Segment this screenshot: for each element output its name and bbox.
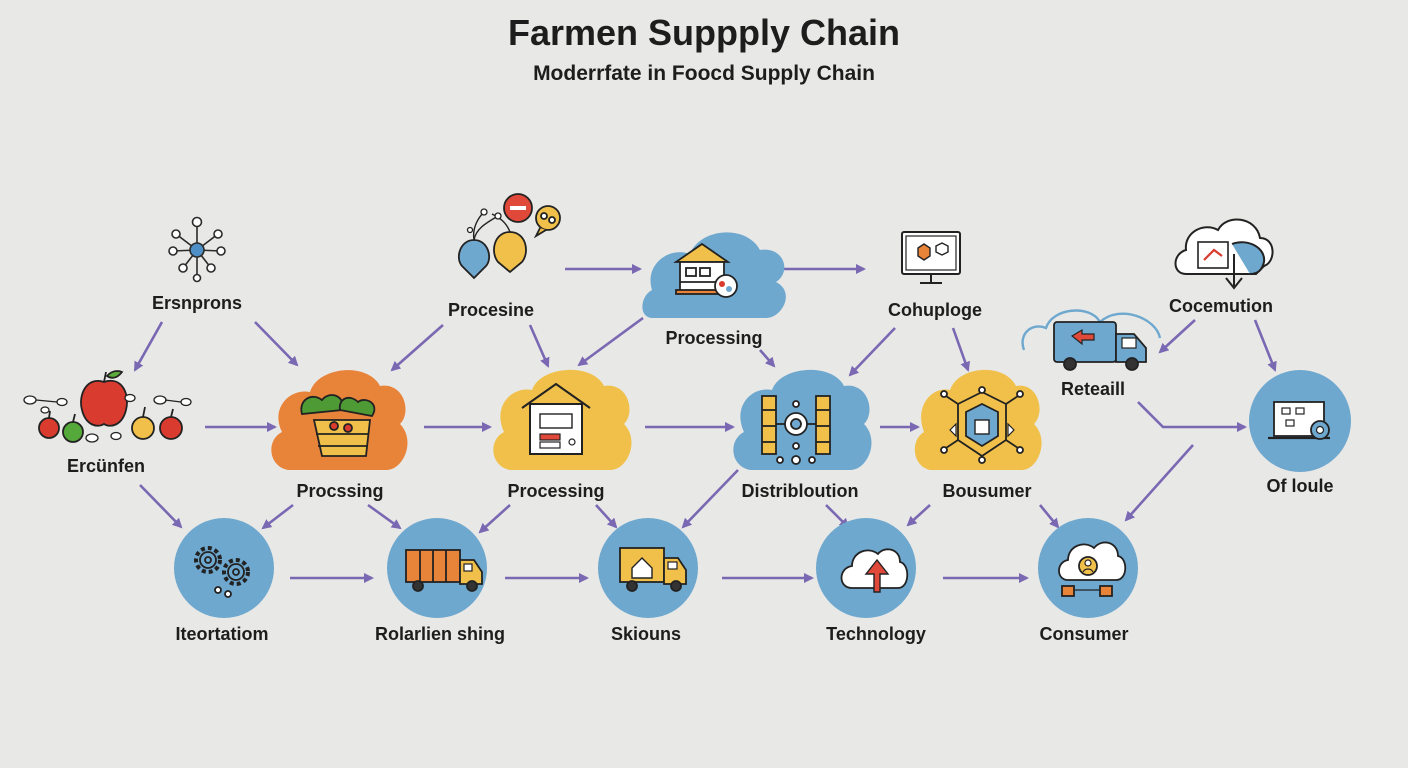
skiouns-node [598,518,698,618]
node-label-cohuploge: Cohuploge [888,300,982,320]
vegetable-crate-icon [300,394,376,457]
node-label-iteortatiom: Iteortatiom [175,624,269,644]
node-label-reteaill: Reteaill [1060,379,1126,399]
delivery-truck-icon [1021,309,1162,371]
user-cloud-icon [1058,541,1127,597]
flow-arrow [478,504,511,534]
node-label-bousumer: Bousumer [942,481,1032,501]
flow-arrow [681,469,739,529]
node-label-rolarlien-shing: Rolarlien shing [374,624,506,644]
cloud-upload-icon [840,548,909,593]
flow-arrow [367,503,402,530]
technology-node [816,518,916,618]
monitor-icon [901,231,961,284]
node-label-of-loule: Of loule [1266,476,1334,496]
node-label-processing-top: Processing [665,328,763,348]
van-icon [619,547,687,592]
node-label-distribution: Distribloution [741,481,859,501]
network-hub-icon [168,216,226,283]
cargo-truck-icon [405,549,483,592]
of-loule-node [1249,370,1351,472]
procssing-mid-node [271,370,408,470]
flow-arrow [1253,319,1277,372]
flow-arrow [261,503,294,530]
node-label-procesine: Procesine [447,300,535,320]
flow-arrows [133,264,1277,583]
node-label-processing-mid: Processing [507,481,605,501]
processing-top-node [642,232,786,318]
flow-arrow [1124,444,1194,522]
cloud-icon [1174,218,1274,290]
flow-arrow [528,324,550,368]
node-label-ercunfen: Ercünfen [66,456,146,476]
node-label-procssing-mid: Procssing [296,481,384,501]
flow-arrow [133,321,164,372]
flow-arrow [139,484,183,529]
gears-icon [194,546,250,598]
flow-arrow [595,504,618,529]
diagram-title: Farmen Suppply Chain [507,12,901,53]
diagram-subtitle: Moderrfate in Foocd Supply Chain [533,62,875,85]
balloons-icon [458,193,561,280]
warehouse-icon [521,382,591,455]
flow-arrow [254,321,299,367]
flow-arrow [1158,319,1196,354]
shield-chip-icon [940,386,1024,464]
computer-gear-icon [1268,401,1330,440]
flow-arrow [906,504,931,527]
node-label-skiouns: Skiouns [610,624,682,644]
node-label-cocemution: Cocemution [1168,296,1274,316]
flow-arrow [1038,504,1060,529]
flow-arrow [848,327,896,377]
flow-arrow [1137,401,1247,432]
consumer-node [1038,518,1138,618]
distribution-hub-icon [761,395,831,465]
flow-arrow [577,316,644,367]
flow-arrow [390,324,444,372]
iteortatiom-node [174,518,274,618]
fruits-icon [23,370,192,443]
node-label-consumer: Consumer [1039,624,1129,644]
bousumer-node [914,369,1042,470]
node-label-technology: Technology [826,624,926,644]
rolarlien-shing-node [387,518,487,618]
node-label-ersnprons: Ersnprons [151,293,243,313]
flow-arrow [759,349,776,368]
flow-arrow [951,327,971,372]
distribution-node [733,369,872,470]
market-stall-icon [673,242,738,298]
processing-mid-node [493,369,632,470]
